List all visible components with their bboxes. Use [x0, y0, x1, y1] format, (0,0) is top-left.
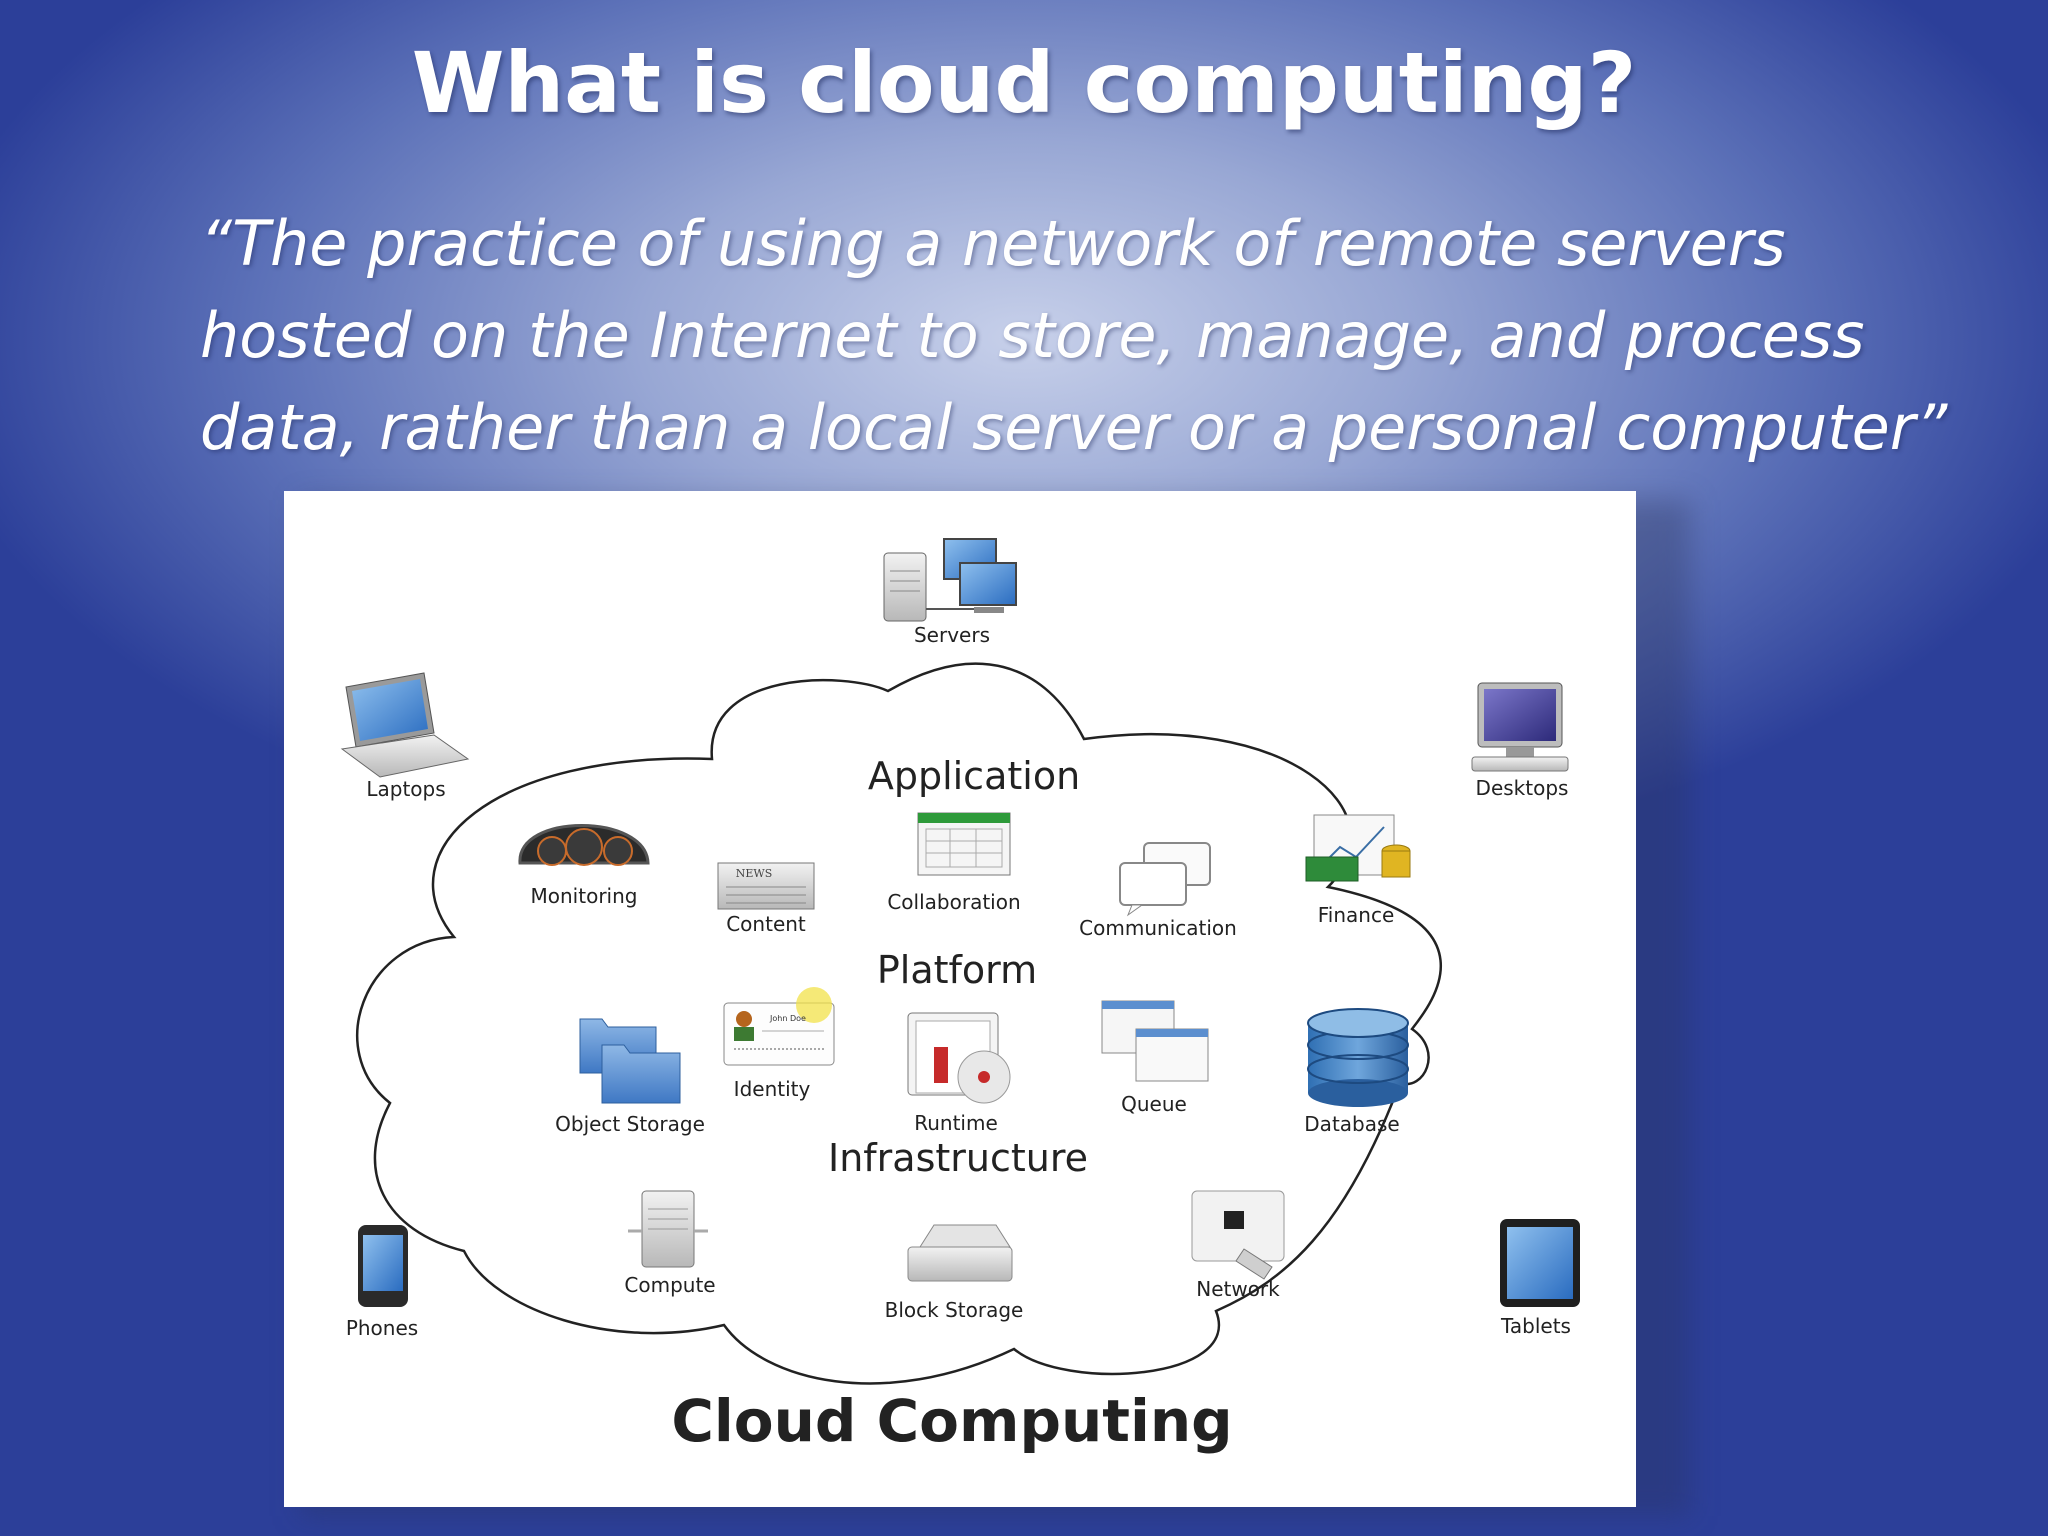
label-collaboration: Collaboration [887, 890, 1020, 914]
phone-icon [358, 1225, 408, 1307]
label-database: Database [1304, 1112, 1399, 1136]
label-object-storage: Object Storage [555, 1112, 705, 1136]
slide-title: What is cloud computing? [411, 34, 1637, 132]
calendar-icon [917, 812, 1011, 876]
id-card-icon: John Doe [723, 987, 835, 1066]
finance-chart-icon [1305, 814, 1411, 882]
label-laptops: Laptops [366, 777, 445, 801]
newspaper-icon: NEWS [717, 862, 815, 910]
label-servers: Servers [914, 623, 990, 647]
label-block-storage: Block Storage [885, 1298, 1024, 1322]
hard-drive-icon [907, 1224, 1013, 1282]
heading-platform: Platform [877, 948, 1037, 992]
laptop-icon [340, 672, 470, 778]
label-compute: Compute [624, 1273, 715, 1297]
label-monitoring: Monitoring [531, 884, 638, 908]
gauge-icon [518, 824, 650, 866]
label-content: Content [726, 912, 806, 936]
label-runtime: Runtime [914, 1111, 998, 1135]
compute-server-icon [628, 1190, 708, 1268]
diagram-caption: Cloud Computing [671, 1387, 1232, 1455]
database-icon [1307, 1008, 1409, 1107]
heading-infrastructure: Infrastructure [828, 1136, 1088, 1180]
label-desktops: Desktops [1476, 776, 1569, 800]
label-queue: Queue [1121, 1092, 1187, 1116]
network-port-icon [1191, 1190, 1285, 1280]
chat-bubbles-icon [1119, 842, 1211, 917]
servers-icon [883, 538, 1017, 622]
quote-line-2: hosted on the Internet to store, manage,… [200, 299, 1865, 372]
definition-quote: “The practice of using a network of remo… [200, 198, 2000, 474]
id-card-name: John Doe [769, 1014, 806, 1023]
tablet-icon [1500, 1219, 1580, 1307]
label-communication: Communication [1079, 916, 1237, 940]
quote-line-1: “The practice of using a network of remo… [200, 207, 1786, 280]
label-network: Network [1196, 1277, 1280, 1301]
newspaper-masthead: NEWS [736, 867, 773, 880]
desktop-icon [1471, 682, 1569, 772]
quote-line-3: data, rather than a local server or a pe… [200, 391, 1948, 464]
label-phones: Phones [346, 1316, 418, 1340]
label-tablets: Tablets [1500, 1314, 1571, 1338]
runtime-disc-icon [907, 1012, 1011, 1104]
label-finance: Finance [1318, 903, 1395, 927]
label-identity: Identity [734, 1077, 811, 1101]
folders-icon [579, 1018, 681, 1104]
cloud-computing-diagram: Servers Laptops Desktops Phones Tablets … [284, 491, 1636, 1507]
heading-application: Application [868, 754, 1080, 798]
queue-windows-icon [1101, 1000, 1209, 1082]
